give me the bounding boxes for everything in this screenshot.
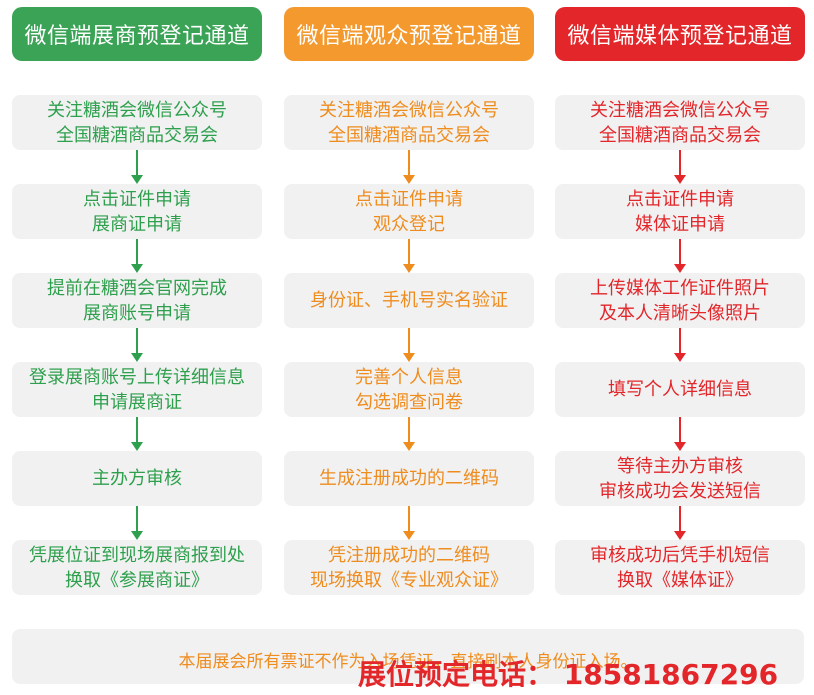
exhibitor-step-5: 主办方审核	[12, 451, 262, 506]
exhibitor-step-2: 点击证件申请 展商证申请	[12, 184, 262, 239]
step-line-2: 媒体证申请	[635, 213, 725, 235]
visitor-step-4: 完善个人信息 勾选调查问卷	[284, 362, 534, 417]
step-line-1: 点击证件申请	[83, 188, 191, 210]
media-step-6: 审核成功后凭手机短信 换取《媒体证》	[555, 540, 805, 595]
step-line-1: 主办方审核	[92, 468, 182, 489]
step-line-2: 展商证申请	[92, 213, 182, 235]
down-arrow-icon	[131, 328, 143, 362]
media-step-5: 等待主办方审核 审核成功会发送短信	[555, 451, 805, 506]
down-arrow-icon	[131, 417, 143, 451]
step-line-2: 审核成功会发送短信	[599, 480, 761, 502]
step-line-1: 凭注册成功的二维码	[328, 544, 490, 566]
down-arrow-icon	[674, 239, 686, 273]
booth-booking-phone: 展位预定电话： 18581867296	[358, 658, 779, 691]
media-step-3: 上传媒体工作证件照片 及本人清晰头像照片	[555, 273, 805, 328]
step-line-1: 关注糖酒会微信公众号	[590, 99, 770, 121]
down-arrow-icon	[403, 328, 415, 362]
down-arrow-icon	[131, 506, 143, 540]
step-line-2: 及本人清晰头像照片	[599, 302, 761, 324]
step-line-2: 勾选调查问卷	[355, 391, 463, 413]
media-step-1: 关注糖酒会微信公众号 全国糖酒商品交易会	[555, 95, 805, 150]
step-line-1: 生成注册成功的二维码	[319, 468, 499, 489]
step-line-2: 全国糖酒商品交易会	[56, 124, 218, 146]
down-arrow-icon	[403, 506, 415, 540]
down-arrow-icon	[403, 417, 415, 451]
step-line-1: 完善个人信息	[355, 366, 463, 388]
step-line-2: 全国糖酒商品交易会	[599, 124, 761, 146]
down-arrow-icon	[403, 239, 415, 273]
visitor-step-6: 凭注册成功的二维码 现场换取《专业观众证》	[284, 540, 534, 595]
step-line-2: 换取《参展商证》	[65, 569, 209, 591]
step-line-2: 展商账号申请	[83, 302, 191, 324]
step-line-1: 凭展位证到现场展商报到处	[29, 544, 245, 566]
down-arrow-icon	[131, 150, 143, 184]
visitor-step-3: 身份证、手机号实名验证	[284, 273, 534, 328]
down-arrow-icon	[403, 150, 415, 184]
step-line-1: 等待主办方审核	[617, 455, 743, 477]
visitor-step-2: 点击证件申请 观众登记	[284, 184, 534, 239]
step-line-1: 填写个人详细信息	[608, 379, 752, 400]
visitor-step-5: 生成注册成功的二维码	[284, 451, 534, 506]
step-line-1: 身份证、手机号实名验证	[310, 290, 508, 311]
step-line-2: 观众登记	[373, 213, 445, 235]
media-channel-header: 微信端媒体预登记通道	[555, 7, 805, 61]
down-arrow-icon	[674, 506, 686, 540]
media-step-2: 点击证件申请 媒体证申请	[555, 184, 805, 239]
step-line-1: 审核成功后凭手机短信	[590, 544, 770, 566]
media-step-4: 填写个人详细信息	[555, 362, 805, 417]
down-arrow-icon	[674, 417, 686, 451]
exhibitor-step-1: 关注糖酒会微信公众号 全国糖酒商品交易会	[12, 95, 262, 150]
down-arrow-icon	[131, 239, 143, 273]
visitor-channel-header: 微信端观众预登记通道	[284, 7, 534, 61]
visitor-step-1: 关注糖酒会微信公众号 全国糖酒商品交易会	[284, 95, 534, 150]
step-line-2: 现场换取《专业观众证》	[310, 569, 508, 591]
down-arrow-icon	[674, 150, 686, 184]
step-line-1: 关注糖酒会微信公众号	[319, 99, 499, 121]
step-line-1: 关注糖酒会微信公众号	[47, 99, 227, 121]
exhibitor-channel-header: 微信端展商预登记通道	[12, 7, 262, 61]
step-line-1: 点击证件申请	[626, 188, 734, 210]
exhibitor-step-6: 凭展位证到现场展商报到处 换取《参展商证》	[12, 540, 262, 595]
step-line-2: 换取《媒体证》	[617, 569, 743, 591]
exhibitor-step-4: 登录展商账号上传详细信息 申请展商证	[12, 362, 262, 417]
step-line-2: 申请展商证	[92, 391, 182, 413]
exhibitor-step-3: 提前在糖酒会官网完成 展商账号申请	[12, 273, 262, 328]
step-line-1: 提前在糖酒会官网完成	[47, 277, 227, 299]
step-line-1: 上传媒体工作证件照片	[590, 277, 770, 299]
step-line-1: 登录展商账号上传详细信息	[29, 366, 245, 388]
step-line-2: 全国糖酒商品交易会	[328, 124, 490, 146]
step-line-1: 点击证件申请	[355, 188, 463, 210]
down-arrow-icon	[674, 328, 686, 362]
entry-notice: 本届展会所有票证不作为入场凭证，直接刷本人身份证入场。	[12, 629, 804, 684]
